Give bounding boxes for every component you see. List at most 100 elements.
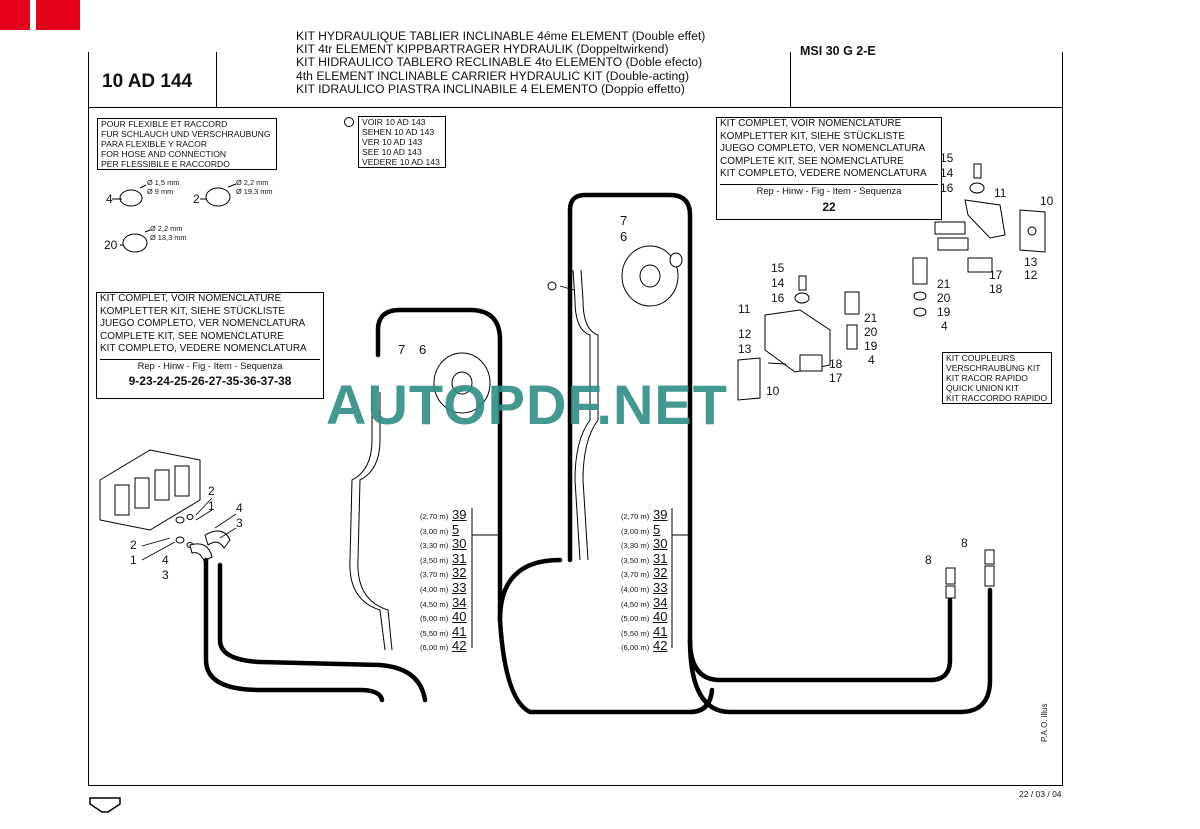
note-line: VERSCHRAUBUNG KIT [946, 363, 1041, 373]
hose-length-table-right: (2,70 m)39 (3,00 m)5 (3,30 m)30 (3,50 m)… [621, 507, 667, 653]
hose-ref: 30 [452, 536, 467, 552]
callout: 4 [941, 319, 948, 333]
hose-length-row: (3,70 m)32 [420, 565, 466, 580]
seal-dim: Ø 2,2 mm [150, 224, 183, 233]
hose-length-row: (2,70 m)39 [621, 507, 667, 522]
hose-length-row: (6,00 m)42 [621, 638, 667, 653]
callout: 21 [937, 277, 951, 291]
hose-length: (5,00 m) [420, 614, 449, 624]
hose-fitting-note: POUR FLEXIBLE ET RACCORD FUR SCHLAUCH UN… [97, 118, 277, 170]
hose-length-row: (4,50 m)34 [420, 595, 466, 610]
hose-length: (6,00 m) [420, 643, 449, 653]
rigid-pipes [349, 269, 599, 651]
callout: 17 [829, 371, 843, 385]
note-line: SEHEN 10 AD 143 [362, 127, 435, 137]
hose-length: (5,00 m) [621, 614, 650, 624]
footer-side-note: P.A.O. illus [1040, 703, 1049, 742]
hose-ref: 40 [452, 609, 467, 625]
cylinder-right [621, 245, 683, 307]
hose-ref: 5 [653, 521, 661, 537]
hose-length-row: (3,50 m)31 [621, 551, 667, 566]
title-en: 4th ELEMENT INCLINABLE CARRIER HYDRAULIC… [296, 68, 690, 83]
frame-left-line [88, 52, 89, 786]
hose-length-row: (4,00 m)33 [621, 580, 667, 595]
hose-length-row: (3,30 m)30 [621, 536, 667, 551]
callout: 12 [1024, 268, 1038, 282]
callout: 15 [940, 151, 954, 165]
note-line: JUEGO COMPLETO, VER NOMENCLATURA [720, 143, 926, 155]
callout: 14 [940, 166, 954, 180]
callout: 4 [868, 353, 875, 367]
hose-length: (3,70 m) [621, 570, 650, 580]
callout: 15 [771, 261, 785, 275]
note-line: SEE 10 AD 143 [362, 147, 422, 157]
hydraulic-hoses [203, 192, 993, 715]
note-line: COMPLETE KIT, SEE NOMENCLATURE [100, 330, 284, 342]
hose-ref: 42 [653, 638, 668, 654]
quick-coupler-left [945, 567, 956, 599]
hose-length: (4,50 m) [621, 599, 650, 609]
watermark: AUTOPDF.NET [326, 373, 728, 436]
ref-code: 10 AD 144 [102, 71, 193, 92]
note-line: VEDERE 10 AD 143 [362, 157, 440, 167]
hose-ref: 39 [653, 507, 668, 522]
hose-length-row: (2,70 m)39 [420, 507, 466, 522]
note-line: KIT COMPLETO, VEDERE NOMENCLATURA [100, 343, 307, 355]
callout: 4 [162, 553, 169, 567]
rep-value: 9-23-24-25-26-27-35-36-37-38 [128, 373, 292, 388]
length-table-bracket-left [471, 508, 500, 648]
seal-dim: Ø 9 mm [147, 187, 174, 196]
hose-length-row: (6,00 m)42 [420, 638, 466, 653]
note-line: FOR HOSE AND CONNECTION [101, 149, 227, 159]
hose-ref: 41 [653, 623, 668, 639]
callout: 12 [738, 327, 752, 341]
callout: 11 [994, 186, 1007, 200]
seal-ring-20 [120, 229, 151, 253]
callout: 1 [208, 499, 215, 513]
complete-kit-note-left: KIT COMPLET, VOIR NOMENCLATURE KOMPLETTE… [96, 292, 324, 399]
bracket-lower [737, 275, 860, 401]
note-line: QUICK UNION KIT [946, 383, 1020, 393]
callout: 1 [130, 553, 137, 567]
hose-length-row: (5,50 m)41 [621, 624, 667, 639]
seal-ref: 2 [193, 192, 200, 206]
frame-right-line [1062, 52, 1063, 786]
hose-ref: 31 [452, 550, 467, 566]
note-line: KIT RACCORDO RAPIDO [946, 393, 1048, 403]
hose-length-row: (5,00 m)40 [621, 609, 667, 624]
callout: 17 [989, 268, 1003, 282]
hose-length-row: (3,70 m)32 [621, 565, 667, 580]
callout: 11 [738, 302, 751, 316]
hose-length: (2,70 m) [621, 512, 650, 521]
note-line: VOIR 10 AD 143 [362, 117, 426, 127]
note-line: JUEGO COMPLETO, VER NOMENCLATURA [100, 318, 306, 330]
callout: 3 [162, 568, 169, 582]
hose-length: (3,30 m) [420, 541, 449, 551]
kit-title-block: KIT HYDRAULIQUE TABLIER INCLINABLE 4éme … [296, 29, 705, 96]
callout: 8 [961, 536, 968, 550]
note-line: FUR SCHLAUCH UND VERSCHRAUBUNG [101, 129, 271, 139]
hose-length-row: (3,50 m)31 [420, 551, 466, 566]
frame-divider-2 [790, 52, 791, 108]
hose-ref: 34 [653, 594, 668, 610]
hose-length: (2,70 m) [420, 512, 449, 521]
next-page-arrow-icon[interactable] [89, 797, 121, 813]
hose-ref: 32 [452, 565, 467, 581]
note-line: KIT RACOR RAPIDO [946, 373, 1028, 383]
seal-dim: Ø 2,2 mm [236, 178, 269, 187]
see-ref-circle-icon [547, 281, 557, 291]
title-de: KIT 4tr ELEMENT KIPPBARTRAGER HYDRAULIK … [296, 42, 669, 57]
leader-lines [141, 285, 575, 561]
callout: 3 [236, 516, 243, 530]
seal-ring-2 [200, 183, 237, 207]
header-red-block-left [0, 0, 30, 30]
hose-ref: 32 [653, 565, 668, 581]
callout: 19 [864, 339, 878, 353]
callout: 18 [829, 357, 843, 371]
rep-label: Rep - Hinw - Fig - Item - Sequenza [756, 184, 902, 196]
hose-length-row: (5,50 m)41 [420, 624, 466, 639]
hose-length: (4,00 m) [621, 584, 650, 594]
hose-ref: 34 [452, 594, 467, 610]
bracket-upper [912, 163, 1046, 317]
